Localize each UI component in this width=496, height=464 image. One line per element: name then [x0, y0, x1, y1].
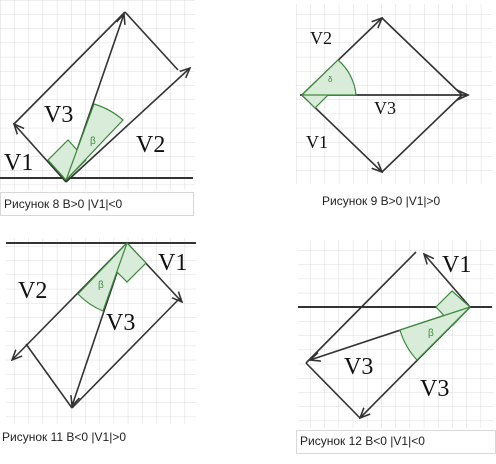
parallelogram-side: [381, 17, 463, 96]
figure-9-diagram: δ V2 V3 V1: [296, 4, 492, 184]
parallelogram-side: [124, 11, 179, 71]
v3-inner-label: V3: [344, 354, 373, 380]
angle-delta-sector: [300, 59, 357, 96]
angle-label: β: [428, 328, 434, 339]
v1-label: V1: [158, 250, 187, 276]
angle-beta-sector: [399, 306, 471, 361]
v2-vector: [65, 68, 190, 183]
figure-8: β V3 V1 V2 Рисунок 8 B>0 |V1|<0: [0, 0, 200, 218]
v3-label: V3: [106, 310, 135, 336]
v2-label: V2: [310, 28, 332, 48]
parallelogram-side: [305, 251, 417, 364]
parallelogram-side: [381, 94, 463, 173]
figure-8-diagram: β V3 V1 V2: [0, 0, 195, 190]
figure-caption: Рисунок 9 B>0 |V1|>0: [322, 194, 441, 208]
figure-12-diagram: β V1 V3 V3: [298, 240, 494, 428]
v2-label: V2: [18, 278, 47, 304]
v2-label: V2: [136, 132, 165, 158]
v1-label: V1: [306, 132, 328, 152]
angle-label: β: [98, 280, 104, 291]
v1-label: V1: [4, 150, 33, 176]
grid-background: [0, 0, 195, 190]
caption-box: [0, 192, 194, 216]
figure-11: β V1 V2 V3 Рисунок 11 B<0 |V1|>0: [0, 232, 200, 452]
angle-label: δ: [328, 75, 333, 84]
v3-lower-label: V3: [420, 376, 449, 402]
angle-label: β: [90, 136, 96, 147]
angle-beta-sector: [77, 242, 128, 312]
figure-9: δ V2 V3 V1 Рисунок 9 B>0 |V1|>0: [282, 0, 496, 218]
v1-vector: [14, 124, 67, 183]
v1-vector: [424, 254, 471, 308]
parallelogram-side: [71, 297, 181, 409]
v3-label: V3: [44, 102, 73, 128]
parallelogram-side: [25, 343, 73, 409]
caption-box: [296, 430, 496, 454]
figure-12: β V1 V3 V3 Рисунок 12 B<0 |V1|<0: [296, 236, 496, 464]
parallelogram-side: [305, 362, 361, 419]
figure-caption: Рисунок 11 B<0 |V1|>0: [2, 430, 126, 444]
figure-caption: Рисунок 8 B>0 |V1|<0: [4, 197, 123, 211]
figure-11-diagram: β V1 V2 V3: [6, 238, 196, 424]
figure-caption: Рисунок 12 B<0 |V1|<0: [300, 434, 425, 448]
v1-label: V1: [442, 252, 471, 278]
angle-beta-sector: [65, 103, 124, 181]
parallelogram-side: [13, 11, 126, 125]
v3-label: V3: [374, 98, 396, 118]
